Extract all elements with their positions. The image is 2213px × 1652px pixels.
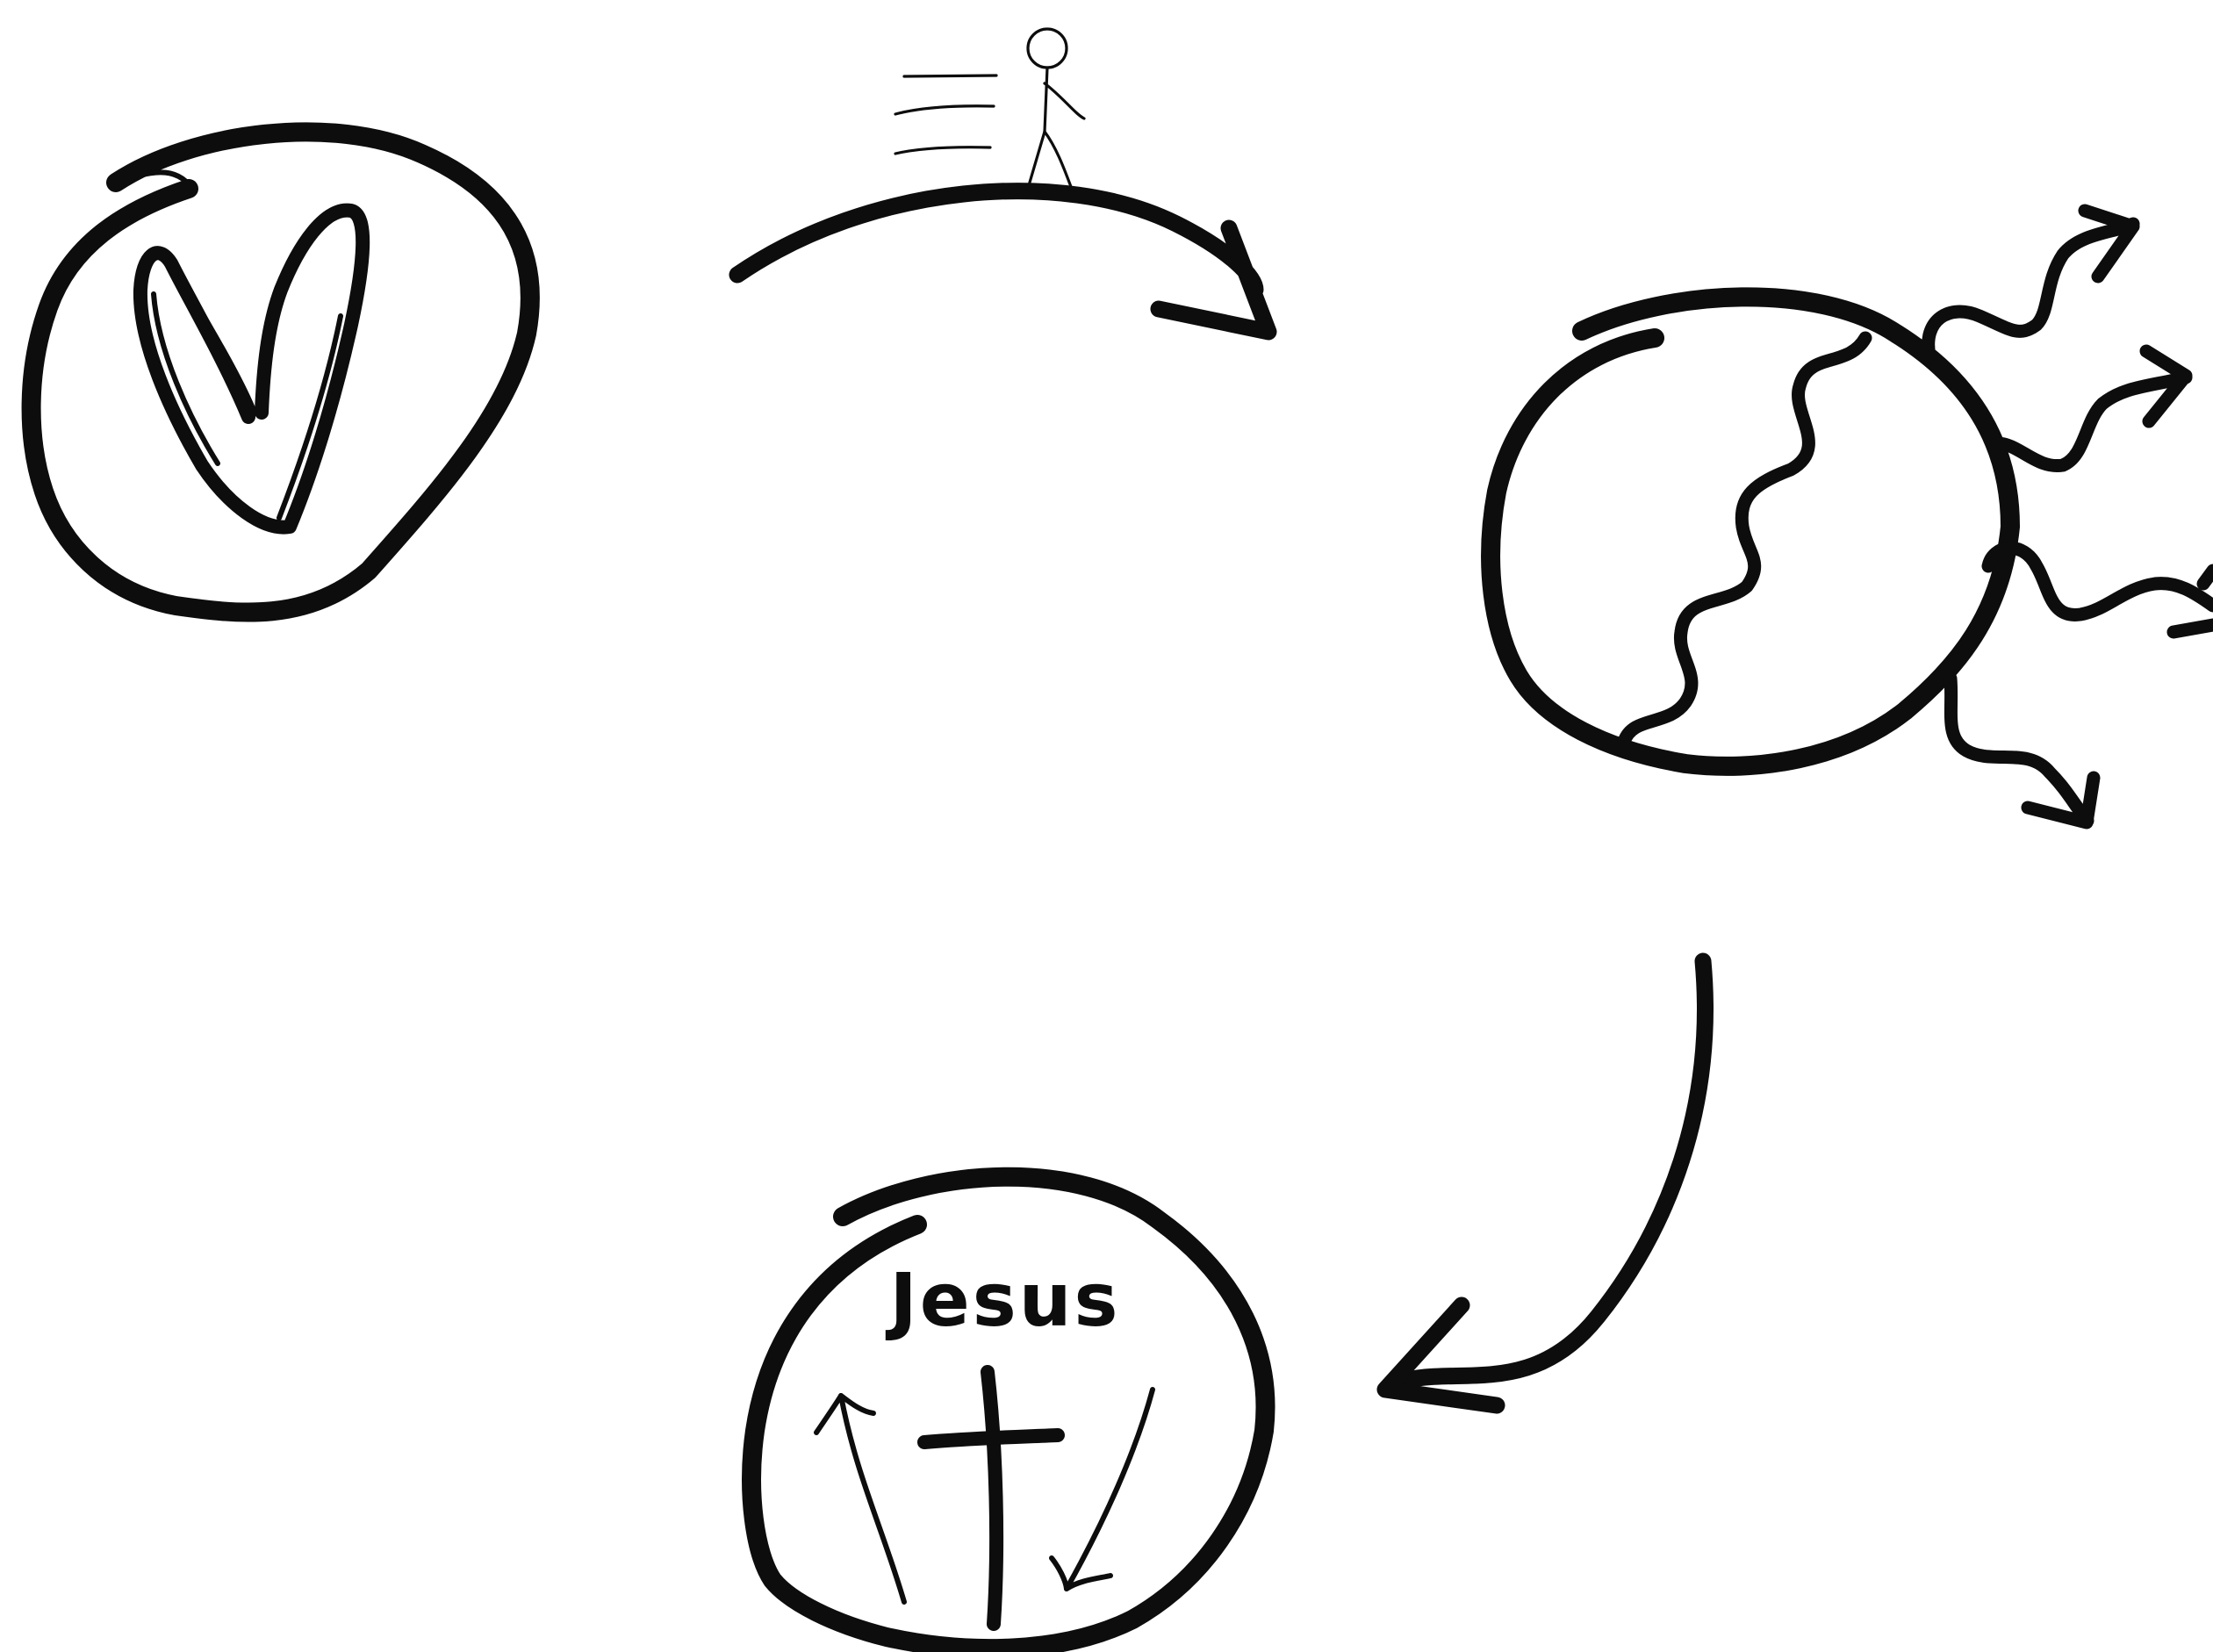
arrow-down-icon [1052,1390,1153,1589]
node-love [32,132,530,612]
cross-icon [924,1372,1058,1624]
crack-line [1624,338,1865,742]
stick-figure-icon [895,29,1084,191]
speed-lines-icon [895,75,996,154]
node-love-circle [32,132,530,612]
edge-world-to-jesus-arrowhead [1385,1305,1497,1405]
escaping-arrows-icon [1929,211,2213,822]
edge-love-to-world [737,29,1268,332]
node-jesus-label: Jesus [885,1257,1120,1343]
arrow-up-icon [816,1396,904,1602]
node-broken-world [1491,211,2213,822]
node-jesus: Jesus [751,1177,1265,1648]
heart-icon [140,211,363,528]
edge-world-to-jesus [1385,961,1705,1405]
edge-love-to-world-arc [737,191,1255,290]
node-world-circle [1491,297,2010,766]
